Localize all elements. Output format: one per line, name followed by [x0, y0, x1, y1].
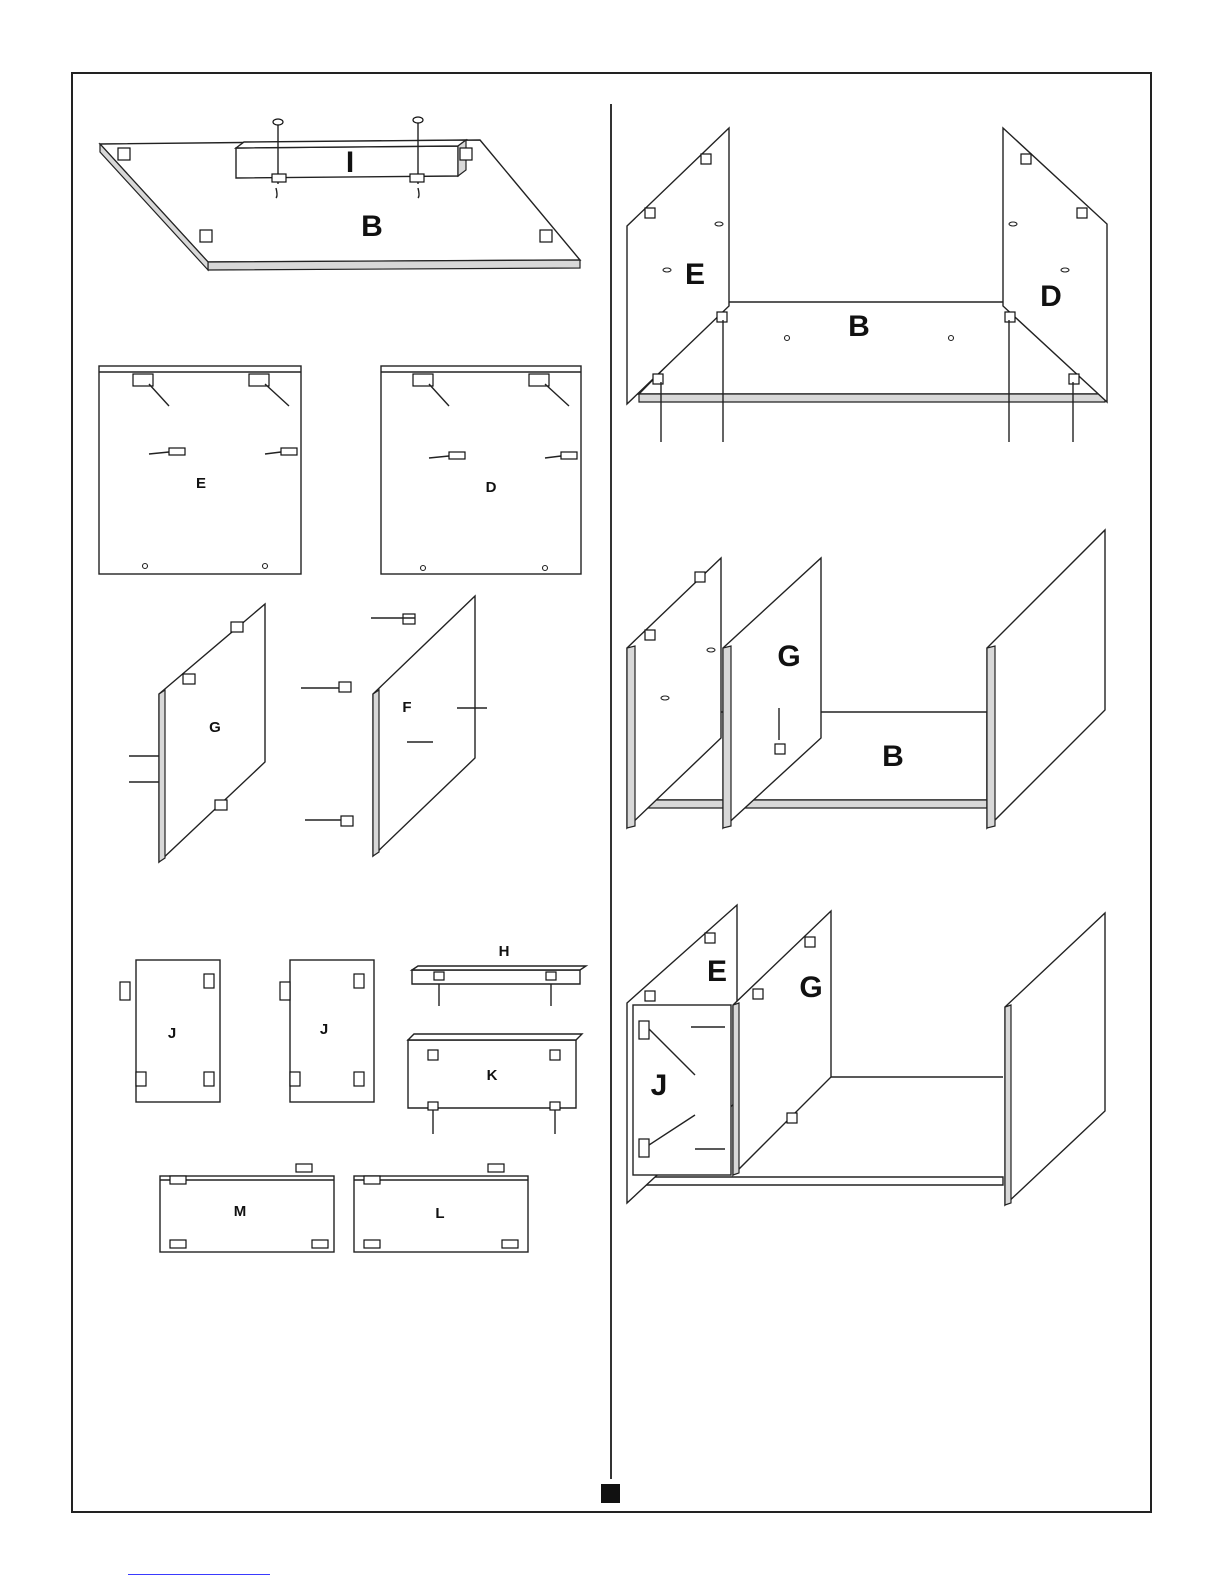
figure-e-d-on-b: B E D	[625, 124, 1125, 464]
bracket-icon	[120, 982, 130, 1000]
bracket-icon	[787, 1113, 797, 1123]
label-l: L	[435, 1205, 444, 1222]
bracket-icon	[753, 989, 763, 999]
label-d: D	[1040, 280, 1062, 313]
bracket-icon	[312, 1240, 328, 1248]
panel-e: E	[99, 366, 301, 574]
label-j: J	[651, 1069, 668, 1102]
bracket-icon	[341, 816, 353, 826]
bracket-icon	[290, 1072, 300, 1086]
bracket-icon	[701, 154, 711, 164]
figure-panels-e-d: E D	[95, 362, 595, 584]
bracket-icon	[428, 1050, 438, 1060]
bracket-icon	[434, 972, 444, 980]
footer-link-underline[interactable]	[128, 1574, 270, 1575]
bracket-icon	[1021, 154, 1031, 164]
square-marker-icon	[601, 1484, 620, 1503]
bracket-icon	[136, 1072, 146, 1086]
bracket-icon	[502, 1240, 518, 1248]
bracket-icon	[170, 1240, 186, 1248]
bracket-icon	[546, 972, 556, 980]
bracket-icon	[204, 974, 214, 988]
panel-d: D	[381, 366, 581, 574]
bracket-icon	[639, 1139, 649, 1157]
bracket-icon	[364, 1240, 380, 1248]
bracket-icon	[645, 991, 655, 1001]
panel-l: L	[354, 1164, 528, 1252]
bracket-icon	[460, 148, 472, 160]
figure-small-parts: J J H K M	[98, 940, 598, 1270]
panel-g: G	[129, 604, 265, 862]
figure-panels-g-f: G F	[125, 598, 505, 868]
label-e: E	[196, 475, 206, 492]
panel-j-right: J	[280, 960, 374, 1102]
label-e: E	[685, 258, 705, 291]
label-b: B	[882, 740, 904, 773]
bracket-icon	[705, 933, 715, 943]
label-m: M	[234, 1203, 247, 1220]
bracket-icon	[280, 982, 290, 1000]
label-g: G	[777, 640, 800, 673]
bracket-icon	[1069, 374, 1079, 384]
bracket-icon	[170, 1176, 186, 1184]
bracket-icon	[354, 1072, 364, 1086]
figure-g-inserted: B G	[625, 530, 1125, 840]
bracket-icon	[204, 1072, 214, 1086]
bracket-icon	[550, 1102, 560, 1110]
bracket-icon	[645, 630, 655, 640]
bracket-icon	[200, 230, 212, 242]
bracket-icon	[488, 1164, 504, 1172]
panel-m: M	[160, 1164, 334, 1252]
rail-h: H	[412, 943, 586, 1006]
label-g: G	[209, 719, 221, 736]
figure-j-attached: E J G	[625, 905, 1125, 1215]
panel-f: F	[301, 596, 487, 856]
bracket-icon	[354, 974, 364, 988]
bracket-icon	[215, 800, 227, 810]
label-b: B	[361, 210, 383, 243]
bracket-icon	[183, 674, 195, 684]
figure-panel-b-with-rail-i: I B	[90, 110, 600, 290]
bracket-icon	[428, 1102, 438, 1110]
bracket-icon	[775, 744, 785, 754]
label-k: K	[487, 1067, 498, 1084]
label-b: B	[848, 310, 870, 343]
bracket-icon	[296, 1164, 312, 1172]
label-g: G	[799, 971, 822, 1004]
bracket-icon	[695, 572, 705, 582]
bracket-icon	[364, 1176, 380, 1184]
bracket-icon	[231, 622, 243, 632]
panel-j-front: J	[633, 1005, 731, 1175]
bracket-icon	[1005, 312, 1015, 322]
panel-d-right	[1005, 913, 1105, 1205]
column-divider	[610, 104, 612, 1479]
bracket-icon	[403, 614, 415, 624]
panel-d-right	[987, 530, 1105, 828]
bracket-icon	[717, 312, 727, 322]
bracket-icon	[805, 937, 815, 947]
panel-j-left: J	[120, 960, 220, 1102]
bracket-icon	[540, 230, 552, 242]
label-j: J	[320, 1021, 328, 1038]
bracket-icon	[118, 148, 130, 160]
label-j: J	[168, 1025, 176, 1042]
label-d: D	[486, 479, 497, 496]
label-i: I	[346, 146, 354, 179]
bracket-icon	[339, 682, 351, 692]
bracket-icon	[1077, 208, 1087, 218]
bracket-icon	[410, 174, 424, 182]
bracket-icon	[639, 1021, 649, 1039]
label-e: E	[707, 955, 727, 988]
bracket-icon	[645, 208, 655, 218]
label-f: F	[402, 699, 411, 716]
bracket-icon	[272, 174, 286, 182]
panel-g-mid: G	[733, 911, 831, 1175]
panel-k: K	[408, 1034, 582, 1134]
label-h: H	[499, 943, 510, 960]
bracket-icon	[550, 1050, 560, 1060]
